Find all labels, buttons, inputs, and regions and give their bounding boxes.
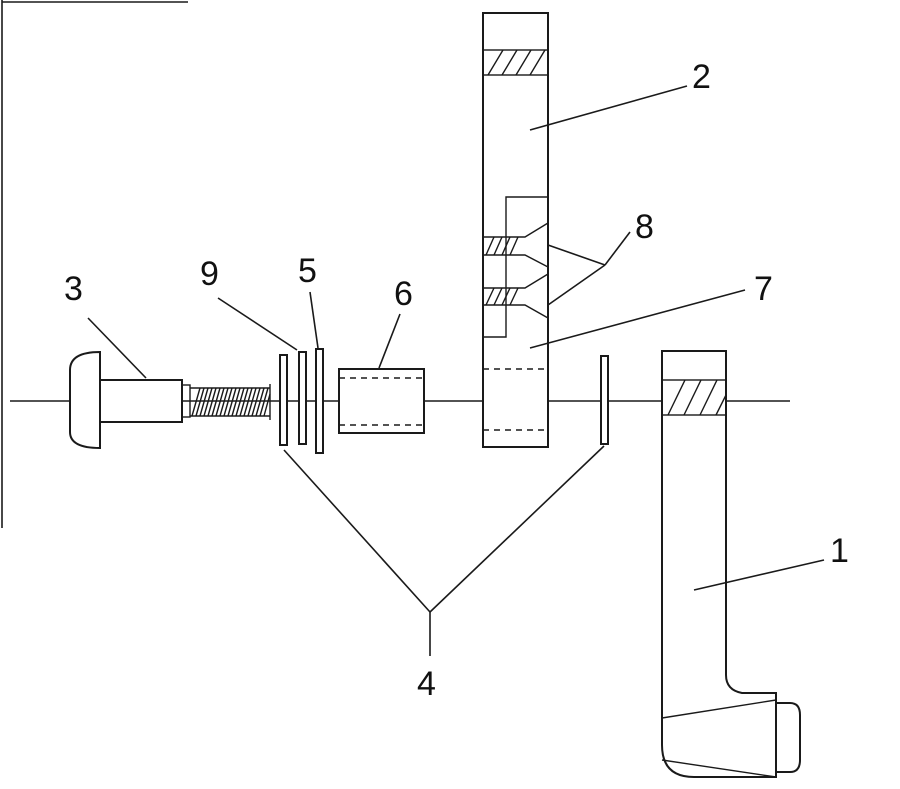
lever-part-1 xyxy=(661,350,801,778)
label-part-8: 8 xyxy=(635,208,654,246)
bolt-part-3 xyxy=(69,350,271,450)
washer-part-4-right xyxy=(600,355,609,445)
bolt-thread xyxy=(190,384,271,420)
washer-part-9 xyxy=(298,351,307,445)
label-part-1: 1 xyxy=(830,532,849,570)
label-part-5: 5 xyxy=(298,252,317,290)
label-part-7: 7 xyxy=(754,270,773,308)
plate-part-2 xyxy=(482,12,549,448)
label-part-6: 6 xyxy=(394,275,413,313)
bushing-part-6 xyxy=(338,368,425,434)
frame-edge xyxy=(1,0,188,528)
label-part-4: 4 xyxy=(417,665,436,703)
washer-part-5 xyxy=(315,348,324,454)
label-part-2: 2 xyxy=(692,58,711,96)
label-part-3: 3 xyxy=(64,270,83,308)
leader-lines xyxy=(87,85,825,656)
washer-part-4-left xyxy=(279,354,288,446)
insert-part-8 xyxy=(483,222,549,319)
label-part-9: 9 xyxy=(200,255,219,293)
